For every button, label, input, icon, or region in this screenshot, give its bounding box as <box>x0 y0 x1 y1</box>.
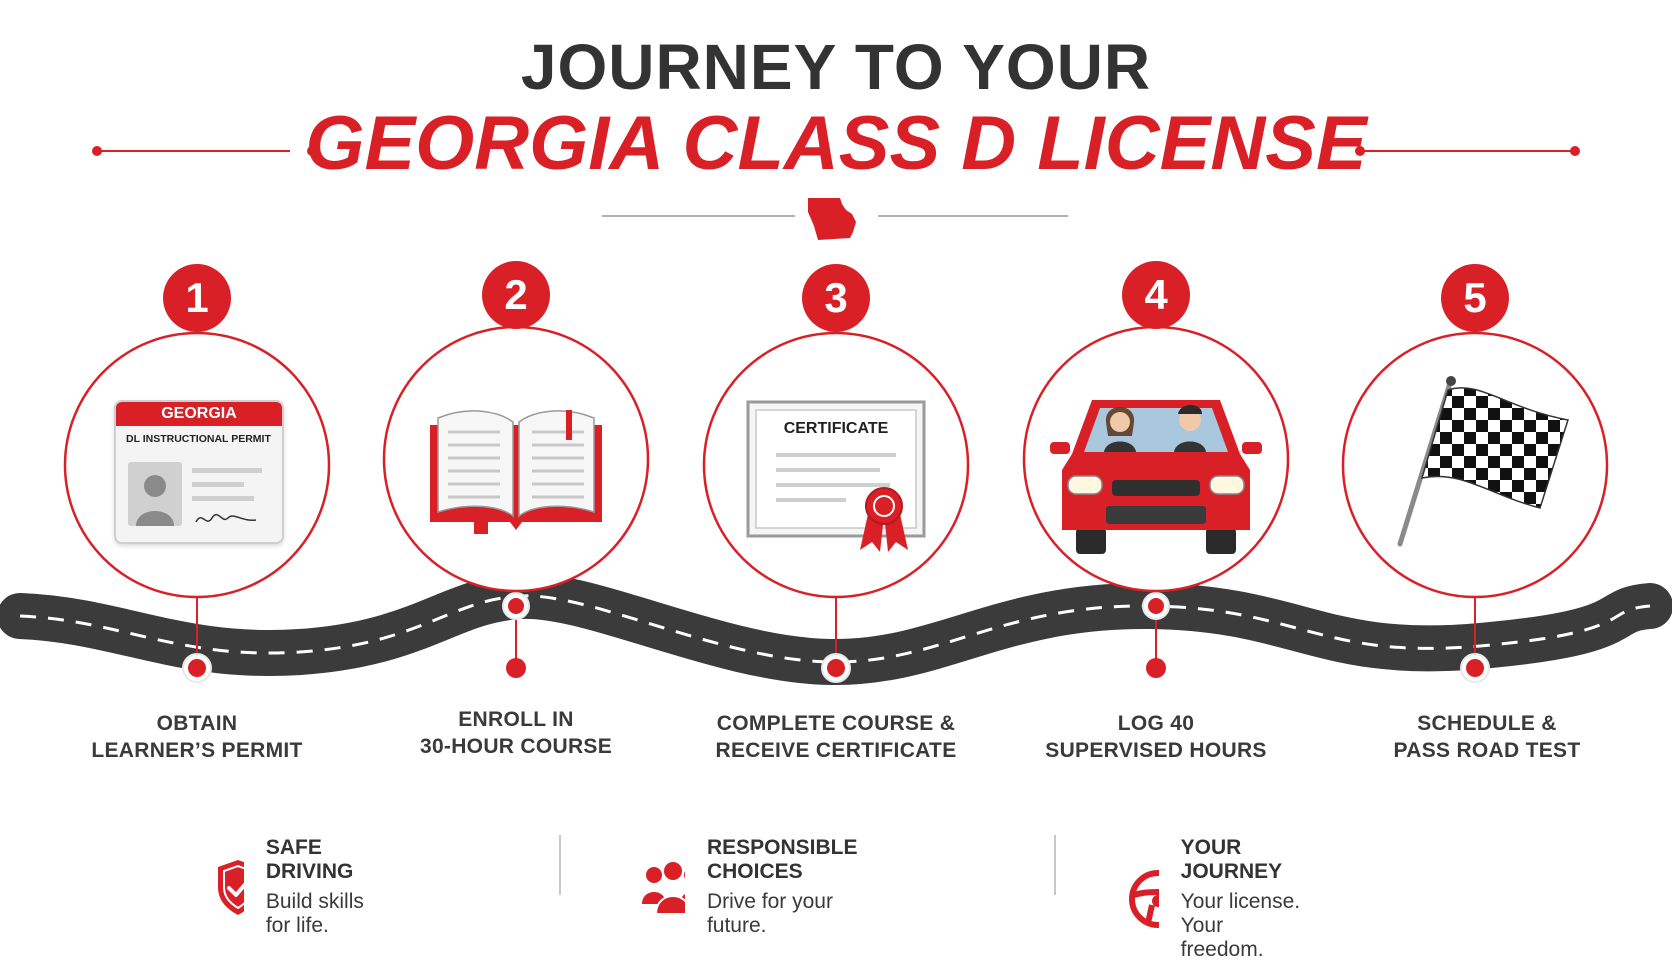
georgia-state-icon <box>808 198 856 240</box>
step-3-number: 3 <box>824 274 848 321</box>
shield-check-icon <box>218 860 244 915</box>
certificate-title: CERTIFICATE <box>783 420 889 437</box>
footer-item-responsible-choices: RESPONSIBLE CHOICES Drive for your futur… <box>640 836 879 938</box>
footer-subtitle-1: Build skills for life. <box>265 890 364 937</box>
footer-subtitle-2: Drive for your future. <box>706 890 833 937</box>
signature-icon <box>195 513 257 523</box>
step-5-label: SCHEDULE & PASS ROAD TEST <box>1393 712 1581 762</box>
footer-title-1: SAFE DRIVING <box>265 836 354 883</box>
footer-subtitle-3: Your license. Your freedom. <box>1180 890 1301 961</box>
step-4-number: 4 <box>1144 271 1168 318</box>
header-decoration <box>92 146 1580 240</box>
step-1-number: 1 <box>185 274 209 321</box>
step-1-number-badge <box>163 264 231 332</box>
title-right-rule <box>1355 146 1580 156</box>
title-line-2: GEORGIA CLASS D LICENSE <box>305 101 1367 186</box>
step-1-label: OBTAIN LEARNER’S PERMIT <box>91 712 303 762</box>
open-book-icon <box>430 410 602 534</box>
footer-title-3: YOUR JOURNEY <box>1180 836 1283 883</box>
car-icon <box>1050 400 1262 554</box>
footer-title-2: RESPONSIBLE CHOICES <box>706 836 858 883</box>
footer-item-your-journey: YOUR JOURNEY Your license. Your freedom. <box>1128 836 1312 962</box>
step-2-label: ENROLL IN 30-HOUR COURSE <box>419 708 613 758</box>
checkered-flag-icon <box>1397 376 1569 547</box>
title-left-rule <box>92 146 317 156</box>
id-card-icon: GEORGIA DL INSTRUCTIONAL PERMIT <box>114 400 284 544</box>
step-3-label: COMPLETE COURSE & RECEIVE CERTIFICATE <box>715 712 957 762</box>
permit-state: GEORGIA <box>116 402 282 426</box>
title-line-1: JOURNEY TO YOUR <box>520 31 1152 103</box>
certificate-icon <box>746 400 926 552</box>
step-5-number: 5 <box>1463 274 1487 321</box>
photo-placeholder <box>128 462 182 526</box>
step-4-label: LOG 40 SUPERVISED HOURS <box>1045 712 1267 762</box>
permit-type: DL INSTRUCTIONAL PERMIT <box>126 433 271 445</box>
footer-item-safe-driving: SAFE DRIVING Build skills for life. <box>215 836 371 938</box>
steering-wheel-icon <box>1129 870 1159 928</box>
people-group-icon <box>642 860 685 915</box>
step-2-number: 2 <box>504 271 528 318</box>
